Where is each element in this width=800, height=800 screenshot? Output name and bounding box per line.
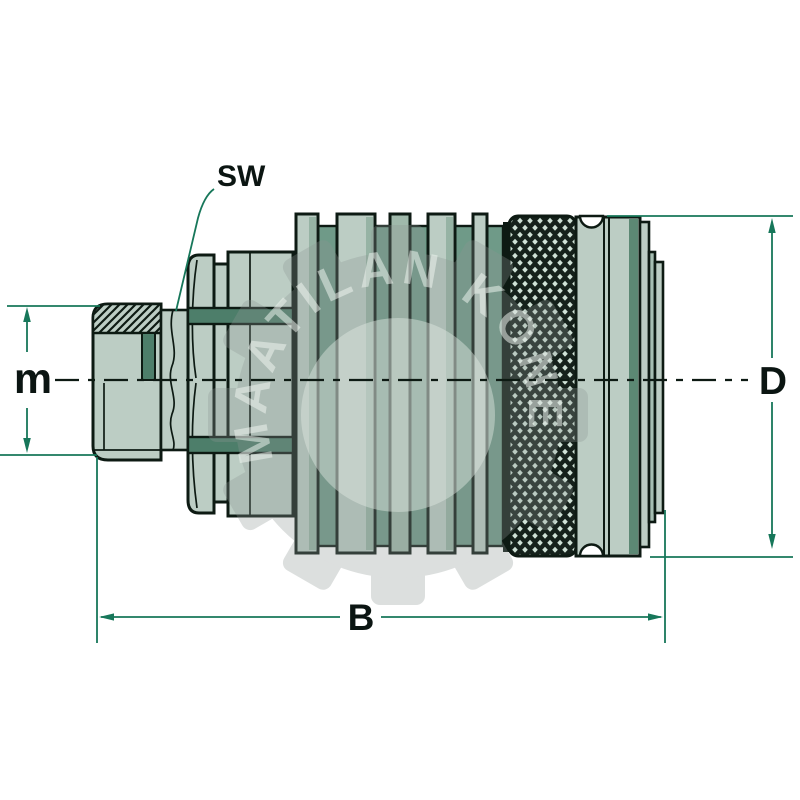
dimension-m	[0, 305, 100, 456]
hex-nut	[186, 253, 216, 515]
dimension-b-label: B	[348, 597, 375, 638]
dimension-d	[607, 215, 793, 558]
sw-callout	[175, 188, 215, 312]
coupling-body	[91, 212, 665, 558]
dimension-d-label: D	[759, 360, 787, 403]
dimension-m-label: m	[14, 355, 52, 403]
flange-block	[186, 250, 295, 518]
dimension-b	[96, 457, 666, 643]
finned-body	[294, 212, 509, 555]
release-collar	[574, 214, 642, 558]
sw-label: SW	[217, 160, 266, 193]
top-notch	[578, 214, 605, 229]
end-steps	[638, 220, 665, 549]
washer-ring	[212, 262, 230, 504]
bottom-notch	[578, 543, 605, 558]
thread-nipple	[91, 302, 163, 462]
